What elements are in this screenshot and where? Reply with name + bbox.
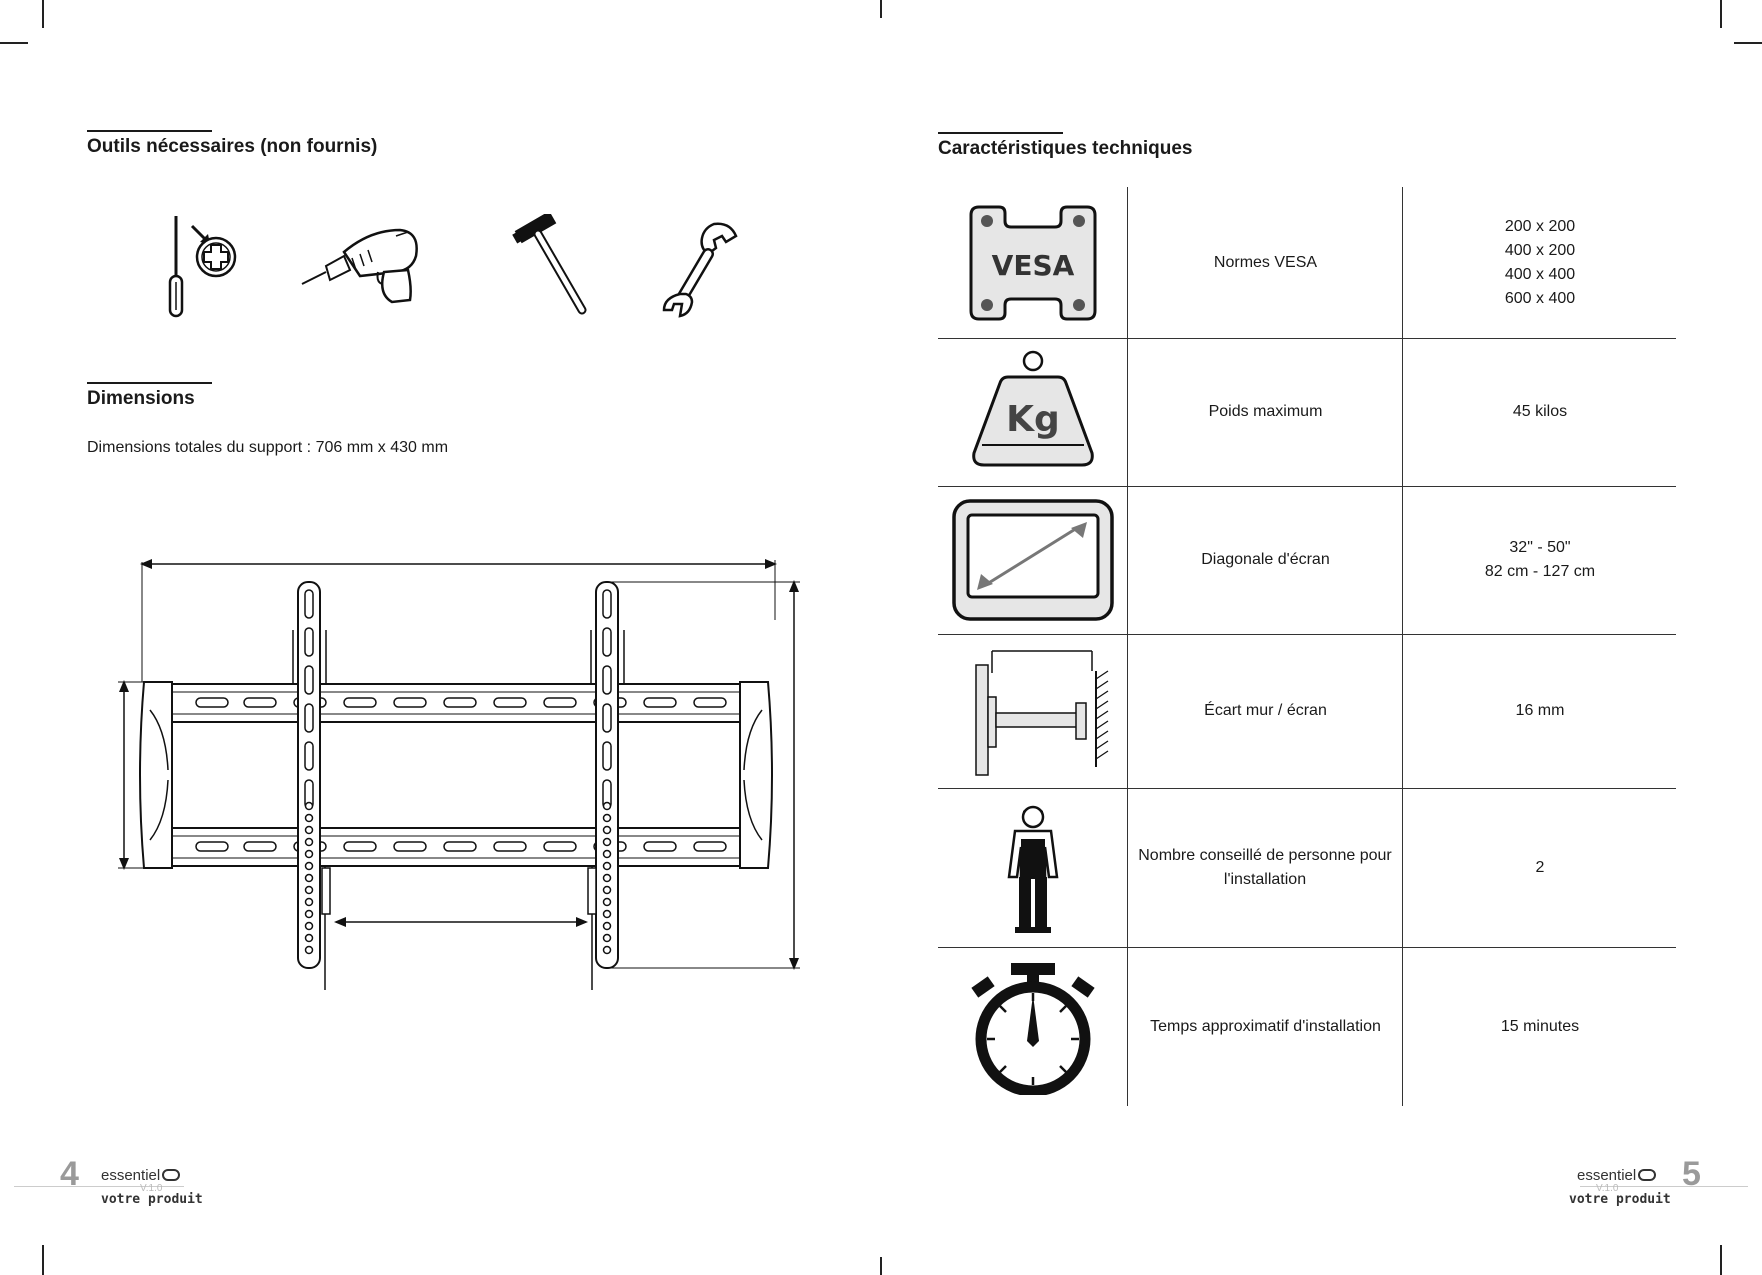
brand-tagline: votre produit <box>101 1192 203 1207</box>
footer-line <box>1580 1186 1748 1187</box>
spec-value: 15 minutes <box>1402 947 1677 1106</box>
spec-value-line: 82 cm - 127 cm <box>1484 563 1596 580</box>
brand-logo-text: essentiel <box>101 1167 181 1184</box>
brand-tagline: votre produit <box>1569 1192 1671 1207</box>
crop-mark <box>1720 0 1722 28</box>
spec-label: Diagonale d'écran <box>1127 486 1403 634</box>
section-rule <box>87 130 212 132</box>
brand-logo-text: essentiel <box>1577 1167 1657 1184</box>
version-label: V.1.0 <box>140 1183 163 1194</box>
screwdriver-icon <box>160 212 240 325</box>
version-label: V.1.0 <box>1596 1183 1619 1194</box>
spec-value: 2 <box>1402 788 1677 947</box>
spec-row-wall-gap: Écart mur / écran 16 mm <box>938 634 1676 789</box>
spec-value-line: 15 minutes <box>1500 1017 1580 1035</box>
svg-text:Kg: Kg <box>1006 399 1060 440</box>
brand-logo-icon <box>162 1169 181 1181</box>
brand-name: essentiel <box>101 1167 161 1184</box>
dimensions-title: Dimensions <box>87 388 195 409</box>
spec-row-diagonal: Diagonale d'écran 32" - 50" 82 cm - 127 … <box>938 486 1676 635</box>
section-rule <box>938 132 1063 134</box>
page-number: 5 <box>1682 1155 1701 1193</box>
drill-icon <box>300 222 422 311</box>
spec-value-line: 400 x 400 <box>1504 265 1576 283</box>
hammer-icon <box>512 211 594 323</box>
crop-mark <box>880 0 882 18</box>
crop-mark <box>1734 42 1762 44</box>
spec-value: 16 mm <box>1402 634 1677 788</box>
specs-title: Caractéristiques techniques <box>938 138 1193 159</box>
svg-text:VESA: VESA <box>991 249 1074 282</box>
spec-label: Poids maximum <box>1127 338 1403 486</box>
tools-title: Outils nécessaires (non fournis) <box>87 136 378 157</box>
spec-value-line: 200 x 200 <box>1504 217 1576 235</box>
spec-label: Normes VESA <box>1127 187 1403 338</box>
weight-kg-icon: Kg <box>938 338 1127 486</box>
spec-row-vesa: VESA Normes VESA 200 x 200 400 x 200 400… <box>938 187 1676 339</box>
spec-row-weight: Kg Poids maximum 45 kilos <box>938 338 1676 487</box>
page-number: 4 <box>60 1155 79 1193</box>
spec-label: Écart mur / écran <box>1127 634 1403 788</box>
stopwatch-icon <box>938 947 1127 1106</box>
spec-value-line: 32" - 50" <box>1509 539 1571 556</box>
spec-value: 200 x 200 400 x 200 400 x 400 600 x 400 <box>1402 187 1677 338</box>
spec-value: 32" - 50" 82 cm - 127 cm <box>1402 486 1677 634</box>
installer-person-icon <box>938 788 1127 947</box>
brand-logo-icon <box>1638 1169 1657 1181</box>
spec-value-line: 45 kilos <box>1512 403 1568 420</box>
spec-value-line: 16 mm <box>1515 702 1565 719</box>
dimensions-text: Dimensions totales du support : 706 mm x… <box>87 439 449 456</box>
spec-value: 45 kilos <box>1402 338 1677 486</box>
brand-name: essentiel <box>1577 1167 1637 1184</box>
footer-line <box>14 1186 184 1187</box>
crop-mark <box>0 42 28 44</box>
crop-mark <box>42 0 44 28</box>
vesa-plate-icon: VESA <box>938 187 1127 338</box>
spec-row-persons: Nombre conseillé de personne pour l'inst… <box>938 788 1676 948</box>
wall-gap-icon <box>938 634 1127 788</box>
spec-value-line: 600 x 400 <box>1504 289 1576 307</box>
spec-value-line: 2 <box>1535 858 1545 876</box>
crop-mark <box>880 1257 882 1275</box>
spec-value-line: 400 x 200 <box>1504 241 1576 259</box>
bracket-diagram <box>110 550 815 1005</box>
spec-row-time: Temps approximatif d'installation 15 min… <box>938 947 1676 1106</box>
spec-label: Nombre conseillé de personne pour l'inst… <box>1127 788 1402 947</box>
section-rule <box>87 382 212 384</box>
wrench-icon <box>660 218 740 331</box>
spec-label: Temps approximatif d'installation <box>1127 947 1403 1106</box>
crop-mark <box>42 1245 44 1275</box>
screen-diagonal-icon <box>938 486 1127 634</box>
crop-mark <box>1720 1245 1722 1275</box>
